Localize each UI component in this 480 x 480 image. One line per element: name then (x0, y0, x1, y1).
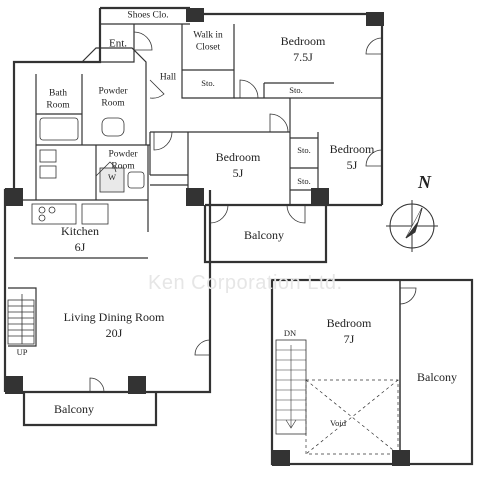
east-bedroom-size: 5J (346, 158, 358, 173)
powder-lower-w-label: W (107, 172, 117, 183)
pillars (5, 8, 384, 394)
upper-bedroom-label: Bedroom (326, 316, 372, 331)
interior-walls (8, 23, 382, 347)
outer-walls (3, 6, 384, 427)
shoes-closet-label: Shoes Clo. (127, 10, 169, 21)
storage-mid-label-1: Sto. (297, 145, 311, 156)
fixtures (7, 117, 145, 345)
storage-mid-label-2: Sto. (297, 176, 311, 187)
doors (89, 31, 383, 393)
stairs-up-label: UP (16, 347, 28, 358)
storage-wic-label: Sto. (201, 78, 215, 89)
compass-rose (386, 200, 438, 252)
hall-label: Hall (159, 72, 177, 83)
main-bedroom-size: 7.5J (293, 50, 313, 65)
watermark: Ken Corporation Ltd. (148, 272, 343, 294)
bottom-balcony-label: Balcony (54, 402, 94, 417)
bath-label-1: Bath (49, 88, 67, 99)
wic-label-2: Closet (195, 42, 221, 53)
mid-bedroom-label: Bedroom (215, 150, 261, 165)
living-dining-label: Living Dining Room (63, 310, 165, 325)
bath-label-2: Room (46, 100, 70, 111)
main-storage-label: Sto. (289, 85, 303, 96)
upper-bedroom-size: 7J (343, 332, 355, 347)
wic-label-1: Walk in (193, 30, 223, 41)
kitchen-label: Kitchen (61, 224, 99, 239)
living-dining-size: 20J (105, 326, 123, 341)
powder-upper-label-1: Powder (98, 86, 128, 97)
east-bedroom-label: Bedroom (329, 142, 375, 157)
entrance-label: Ent. (108, 37, 128, 50)
void-label: Void (330, 418, 346, 429)
powder-lower-label-1: Powder (108, 149, 138, 160)
upper-stairs-down-label: DN (283, 328, 297, 339)
mid-bedroom-size: 5J (232, 166, 244, 181)
kitchen-size: 6J (74, 240, 86, 255)
upper-floor (270, 278, 474, 466)
north-label: N (418, 172, 431, 192)
powder-upper-label-2: Room (101, 98, 125, 109)
mid-balcony-label: Balcony (244, 228, 284, 243)
powder-lower-label-2: Room (111, 161, 135, 172)
main-bedroom-label: Bedroom (280, 34, 326, 49)
upper-balcony-label: Balcony (417, 370, 457, 385)
